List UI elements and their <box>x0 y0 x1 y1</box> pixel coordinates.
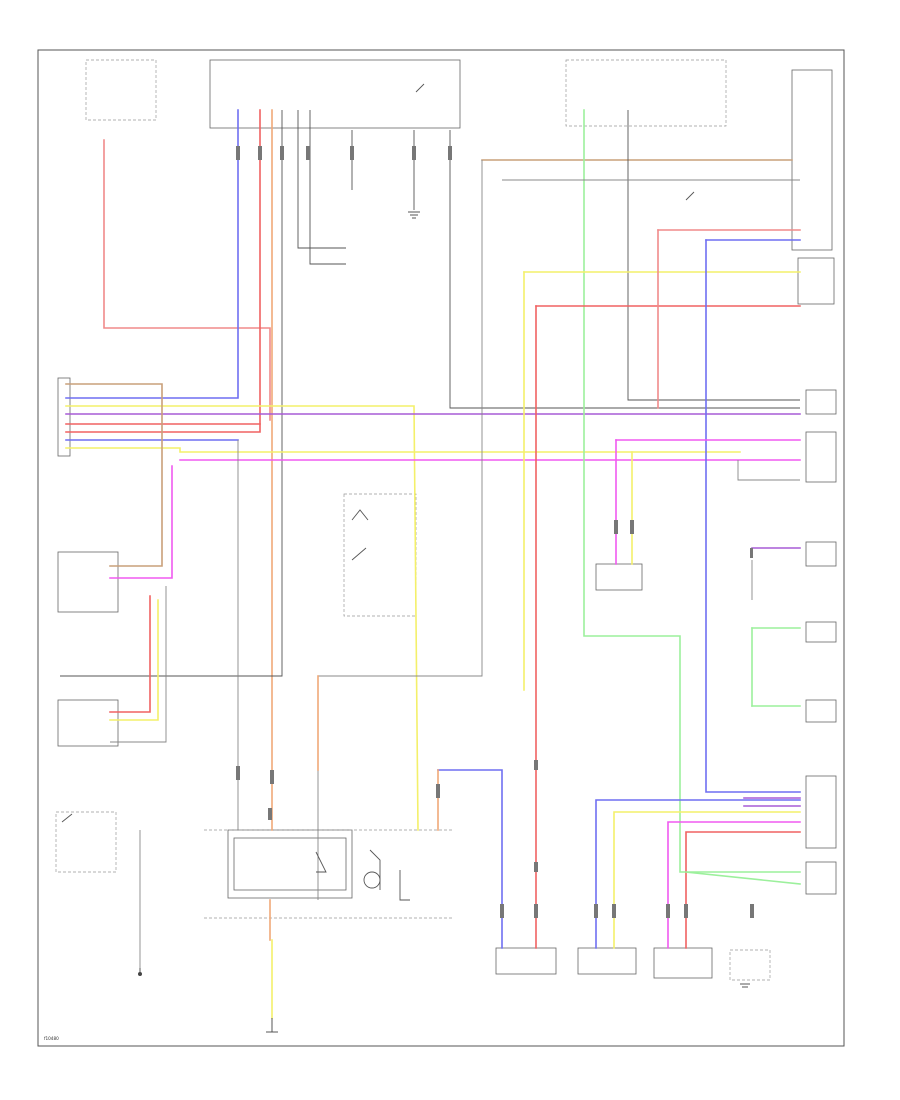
connector-mark <box>534 904 538 918</box>
wire-gray-center <box>317 160 483 900</box>
connector-mark <box>594 904 598 918</box>
wire-yellow-left-module <box>109 599 159 721</box>
right-connector-c <box>805 541 837 567</box>
switch-symbol-left <box>61 813 73 823</box>
right-connector-b <box>805 431 837 483</box>
switch-symbol <box>351 547 367 561</box>
wire-black-e <box>449 130 800 409</box>
wire-blue-right-drop <box>705 239 801 793</box>
switch-symbol <box>351 509 369 521</box>
wire-green-long <box>583 109 801 873</box>
right-connector-d <box>805 621 837 643</box>
fuse-box-right <box>565 59 727 127</box>
connector-mark <box>666 904 670 918</box>
wire-harness <box>60 109 801 1019</box>
wire-yellow-harness <box>65 405 419 831</box>
right-connector-e <box>805 699 837 723</box>
wire-yellow-bundle <box>613 811 801 949</box>
left-connector-main <box>57 377 71 457</box>
connector-mark <box>614 520 618 534</box>
right-module-upper <box>791 69 833 251</box>
bottom-left-switch <box>55 811 117 873</box>
connector-mark <box>236 766 240 780</box>
connector-mark <box>412 146 416 160</box>
ground-symbols <box>138 211 750 1033</box>
connector-mark <box>750 904 754 918</box>
wire-blue-top <box>65 109 239 399</box>
connector-mark <box>436 784 440 798</box>
power-unit <box>227 829 353 899</box>
connector-mark <box>268 808 272 820</box>
bottom-switch-c <box>653 947 713 979</box>
wire-yellow-lower <box>65 447 741 453</box>
power-unit-inner <box>233 837 347 891</box>
wire-blue-center-bottom <box>437 769 503 949</box>
wire-blue-bundle <box>595 799 801 949</box>
diode-symbol <box>315 851 327 873</box>
wire-pink-top-left <box>103 139 271 421</box>
junction-block-top <box>209 59 461 129</box>
bottom-switch-b <box>577 947 637 975</box>
switch-symbols <box>61 83 695 901</box>
mid-switch <box>595 563 643 591</box>
ground-symbol-bottom-left <box>138 968 142 976</box>
wire-black-b <box>297 110 346 249</box>
connector-mark <box>306 146 310 160</box>
connector-mark <box>534 862 538 872</box>
footer-code: f10480 <box>44 1036 59 1041</box>
right-connector-f <box>805 775 837 849</box>
wire-red-top <box>65 109 261 433</box>
connector-mark <box>270 770 274 784</box>
connector-marks <box>236 146 754 918</box>
wire-magenta-left <box>109 465 173 579</box>
ground-symbol-bottom-center <box>266 1018 278 1033</box>
bottom-right-sensor <box>729 949 771 981</box>
transistor-body <box>363 871 381 889</box>
switch-symbol-right <box>685 191 695 201</box>
wire-gray-left <box>110 586 167 743</box>
component-boxes <box>55 59 837 981</box>
wire-magenta-bundle <box>667 821 801 949</box>
center-switch-module <box>343 493 417 617</box>
right-relay <box>797 257 835 305</box>
left-module-b <box>57 699 119 747</box>
ground-symbol-top <box>408 211 420 219</box>
wire-black-a <box>60 110 283 677</box>
resistor-symbol <box>399 870 410 901</box>
wire-red-left-module <box>109 595 151 713</box>
connector-mark <box>534 760 538 770</box>
connector-mark <box>500 904 504 918</box>
connector-mark <box>258 146 262 160</box>
left-module-a <box>57 551 119 613</box>
bottom-switch-a <box>495 947 557 975</box>
wire-red-bundle <box>685 831 801 949</box>
wire-green-bundle <box>685 871 801 885</box>
connector-mark <box>448 146 452 160</box>
connector-mark <box>684 904 688 918</box>
wire-brown-left <box>65 383 163 567</box>
switch-symbol-top <box>415 83 425 93</box>
ground-symbol-right <box>740 983 750 988</box>
wire-black-c <box>309 110 346 265</box>
connector-mark <box>236 146 240 160</box>
right-connector-g <box>805 861 837 895</box>
wire-gray-right-b <box>737 460 800 481</box>
wire-black-right <box>627 110 800 401</box>
fuse-box-left <box>85 59 157 121</box>
connector-mark <box>280 146 284 160</box>
connector-mark <box>612 904 616 918</box>
diagram-frame <box>37 49 845 1047</box>
connector-mark <box>630 520 634 534</box>
connector-mark <box>350 146 354 160</box>
right-connector-a <box>805 389 837 415</box>
connector-mark <box>750 548 753 558</box>
